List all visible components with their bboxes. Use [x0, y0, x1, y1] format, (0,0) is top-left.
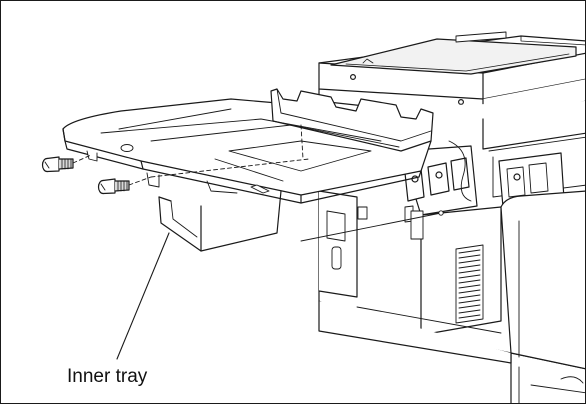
inner-tray-icon [62, 88, 434, 252]
vent-grille [455, 244, 484, 324]
alignment-guides [72, 124, 310, 186]
copier-body [318, 31, 585, 403]
screw-lower [97, 178, 130, 195]
mounting-guide [300, 212, 442, 242]
callout-leader [116, 232, 170, 360]
screw-upper [41, 156, 74, 173]
wire-harness [448, 140, 472, 202]
screw-icon [41, 156, 130, 195]
inner-tray-label: Inner tray [67, 366, 148, 387]
